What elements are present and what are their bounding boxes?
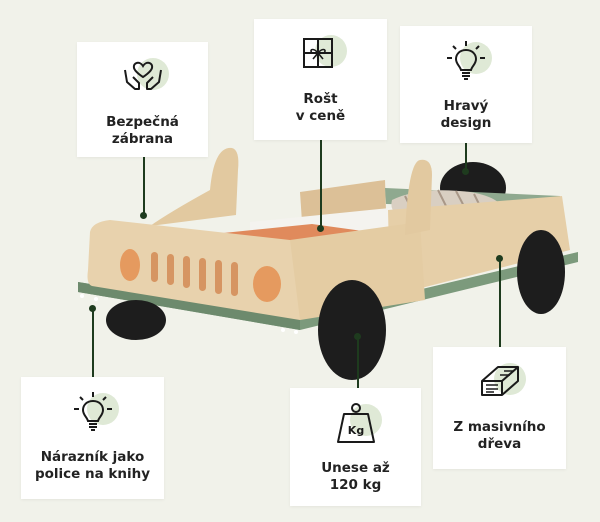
connector-dot-rost [317, 225, 324, 232]
connector-dot-zabrana [140, 212, 147, 219]
front-wheel-far [106, 300, 166, 340]
side-barrier [150, 147, 239, 226]
hands-heart-icon [123, 61, 162, 90]
feature-card-rost: Rošt v ceně [254, 19, 387, 140]
feature-label-zabrana: Bezpečná zábrana [106, 114, 179, 147]
feature-card-zabrana: Bezpečná zábrana [77, 42, 208, 157]
connector-dot-design [462, 168, 469, 175]
front-wheel-near [318, 280, 386, 380]
feature-card-design: Hravý design [400, 26, 532, 143]
feature-card-drevo: Z masivního dřeva [433, 347, 566, 469]
feature-card-naraznik: Nárazník jako police na knihy [21, 377, 164, 499]
feature-label-drevo: Z masivního dřeva [453, 419, 546, 452]
wood-log-icon [480, 366, 519, 396]
connector-dot-drevo [496, 255, 503, 262]
svg-text:Kg: Kg [347, 424, 363, 437]
feature-label-rost: Rošt v ceně [295, 91, 346, 124]
connector-nosnost [357, 336, 359, 390]
connector-drevo [499, 258, 501, 354]
connector-dot-nosnost [354, 333, 361, 340]
rear-wheel-near [517, 230, 565, 314]
lightbulb-icon [447, 41, 485, 80]
front-hood [87, 220, 300, 320]
connector-dot-naraznik [89, 305, 96, 312]
feature-label-nosnost: Unese až 120 kg [321, 460, 390, 493]
feature-label-naraznik: Nárazník jako police na knihy [34, 449, 151, 482]
lightbulb-icon [73, 392, 112, 431]
connector-design [465, 142, 467, 170]
connector-rost [320, 140, 322, 228]
connector-naraznik [92, 308, 94, 386]
gift-box-icon [302, 38, 333, 68]
feature-card-nosnost: Kg Unese až 120 kg [290, 388, 421, 506]
feature-label-design: Hravý design [440, 98, 492, 131]
weight-kg-icon: Kg [336, 403, 375, 443]
connector-zabrana [143, 156, 145, 214]
right-side-panel [388, 196, 570, 296]
